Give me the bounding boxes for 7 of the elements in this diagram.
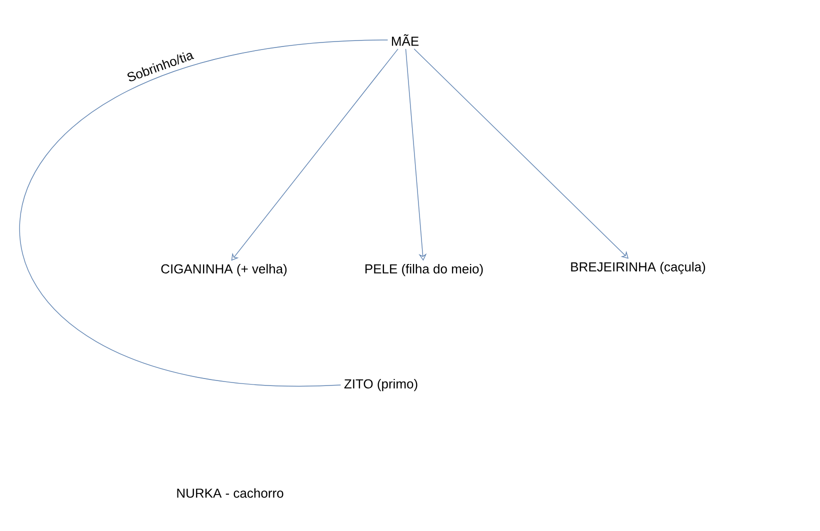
text-label: MÃE: [392, 34, 419, 46]
text-label: NURKA - cachorro: [177, 488, 284, 498]
text-label: ZITO (primo): [344, 378, 418, 392]
text-label: PELE (filha do meio): [365, 264, 483, 276]
arrow: [231, 48, 398, 261]
text-label: CIGANINHA (+ velha): [161, 264, 287, 276]
text-label: BREJEIRINHA (caçula): [571, 262, 706, 274]
